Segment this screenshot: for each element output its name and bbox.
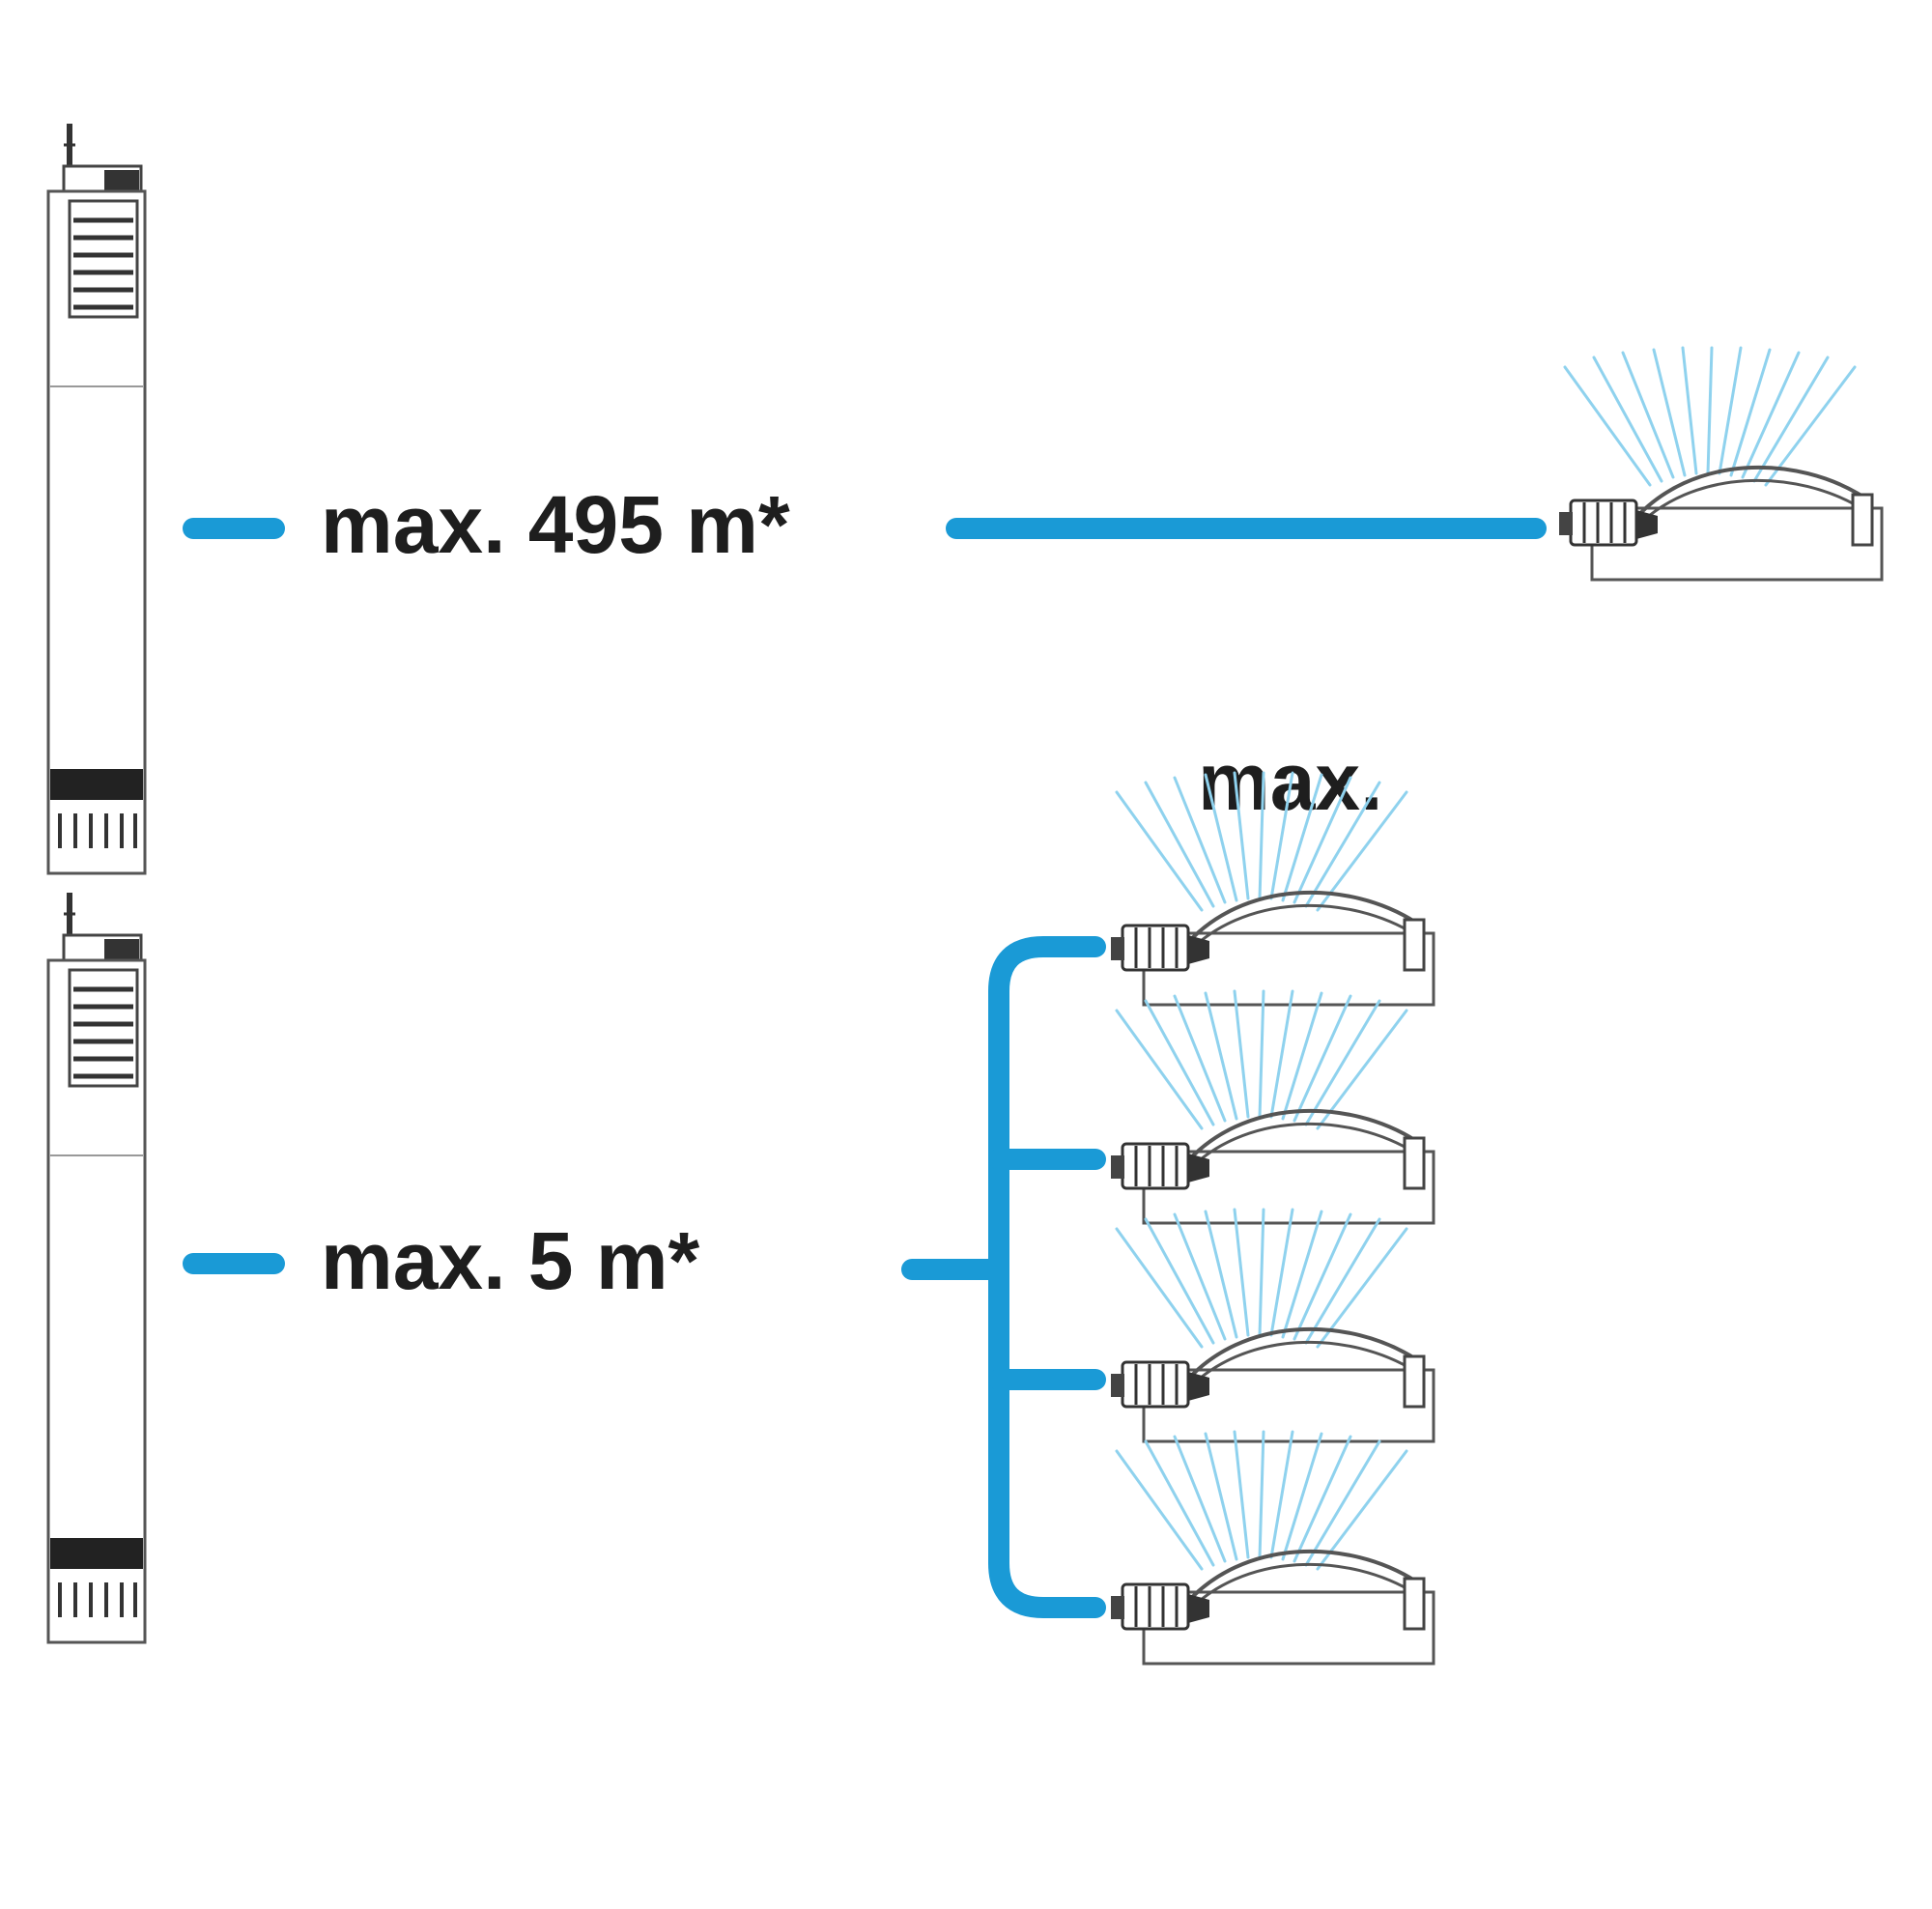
oscillating-sprinkler-icon: [1109, 1208, 1435, 1443]
bottom-distance-label: max. 5 m*: [321, 1215, 700, 1306]
manifold-hose: [901, 936, 1106, 1618]
oscillating-sprinkler-icon: [1109, 1430, 1435, 1666]
submersible-pump-icon: [48, 124, 145, 873]
oscillating-sprinkler-icon: [1109, 989, 1435, 1225]
oscillating-sprinkler-icon: [1557, 346, 1884, 582]
submersible-pump-icon: [48, 893, 145, 1642]
top-distance-label: max. 495 m*: [321, 479, 790, 570]
